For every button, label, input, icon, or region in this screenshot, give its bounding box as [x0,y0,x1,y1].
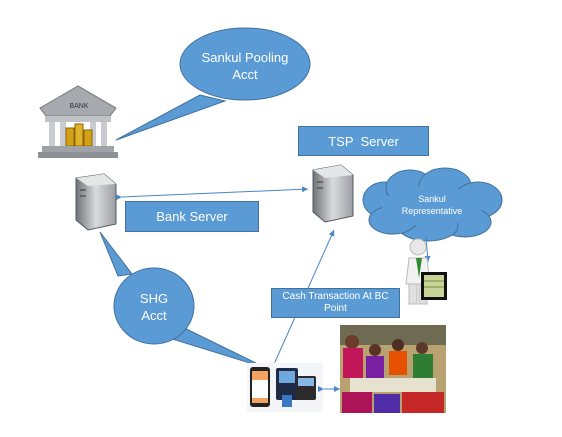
shg-callout-line2: Acct [141,308,167,323]
bank-server-icon [75,173,117,231]
tsp-server-label: TSP Server [328,133,399,149]
gold-coins-icon [65,123,93,147]
pooling-callout-line1: Sankul Pooling [201,50,289,65]
shg-callout-text: SHG Acct [124,288,184,326]
pooling-callout-line2: Acct [232,67,258,82]
cash-stack-icon [421,272,447,300]
bank-tsp-link [115,186,309,201]
cash-transaction-box: Cash Transaction At BC Point [271,288,400,318]
pooling-callout [115,27,311,141]
sankul-cloud-line1: Sankul [418,194,446,204]
bc-devices-icon [247,363,323,412]
cash-transaction-line2: Point [324,303,347,314]
pooling-callout-text: Sankul Pooling Acct [190,46,300,86]
sankul-cloud-text: Sankul Representative [382,190,482,220]
shg-callout-line1: SHG [139,291,169,306]
cash-transaction-line1: Cash Transaction At BC [282,291,389,302]
tsp-server-icon [312,164,354,223]
cloud-person-link [424,235,431,263]
shg-callout [99,231,267,369]
bank-sign-text: BANK [69,102,89,110]
bank-sign: BANK [64,101,94,111]
shg-group-photo [340,325,446,413]
bank-building-icon [38,85,118,158]
bank-server-box: Bank Server [125,201,259,232]
sankul-representative-cloud [362,167,503,242]
tsp-server-box: TSP Server [298,126,429,156]
sankul-cloud-line2: Representative [401,206,463,216]
bank-server-label: Bank Server [156,209,228,224]
